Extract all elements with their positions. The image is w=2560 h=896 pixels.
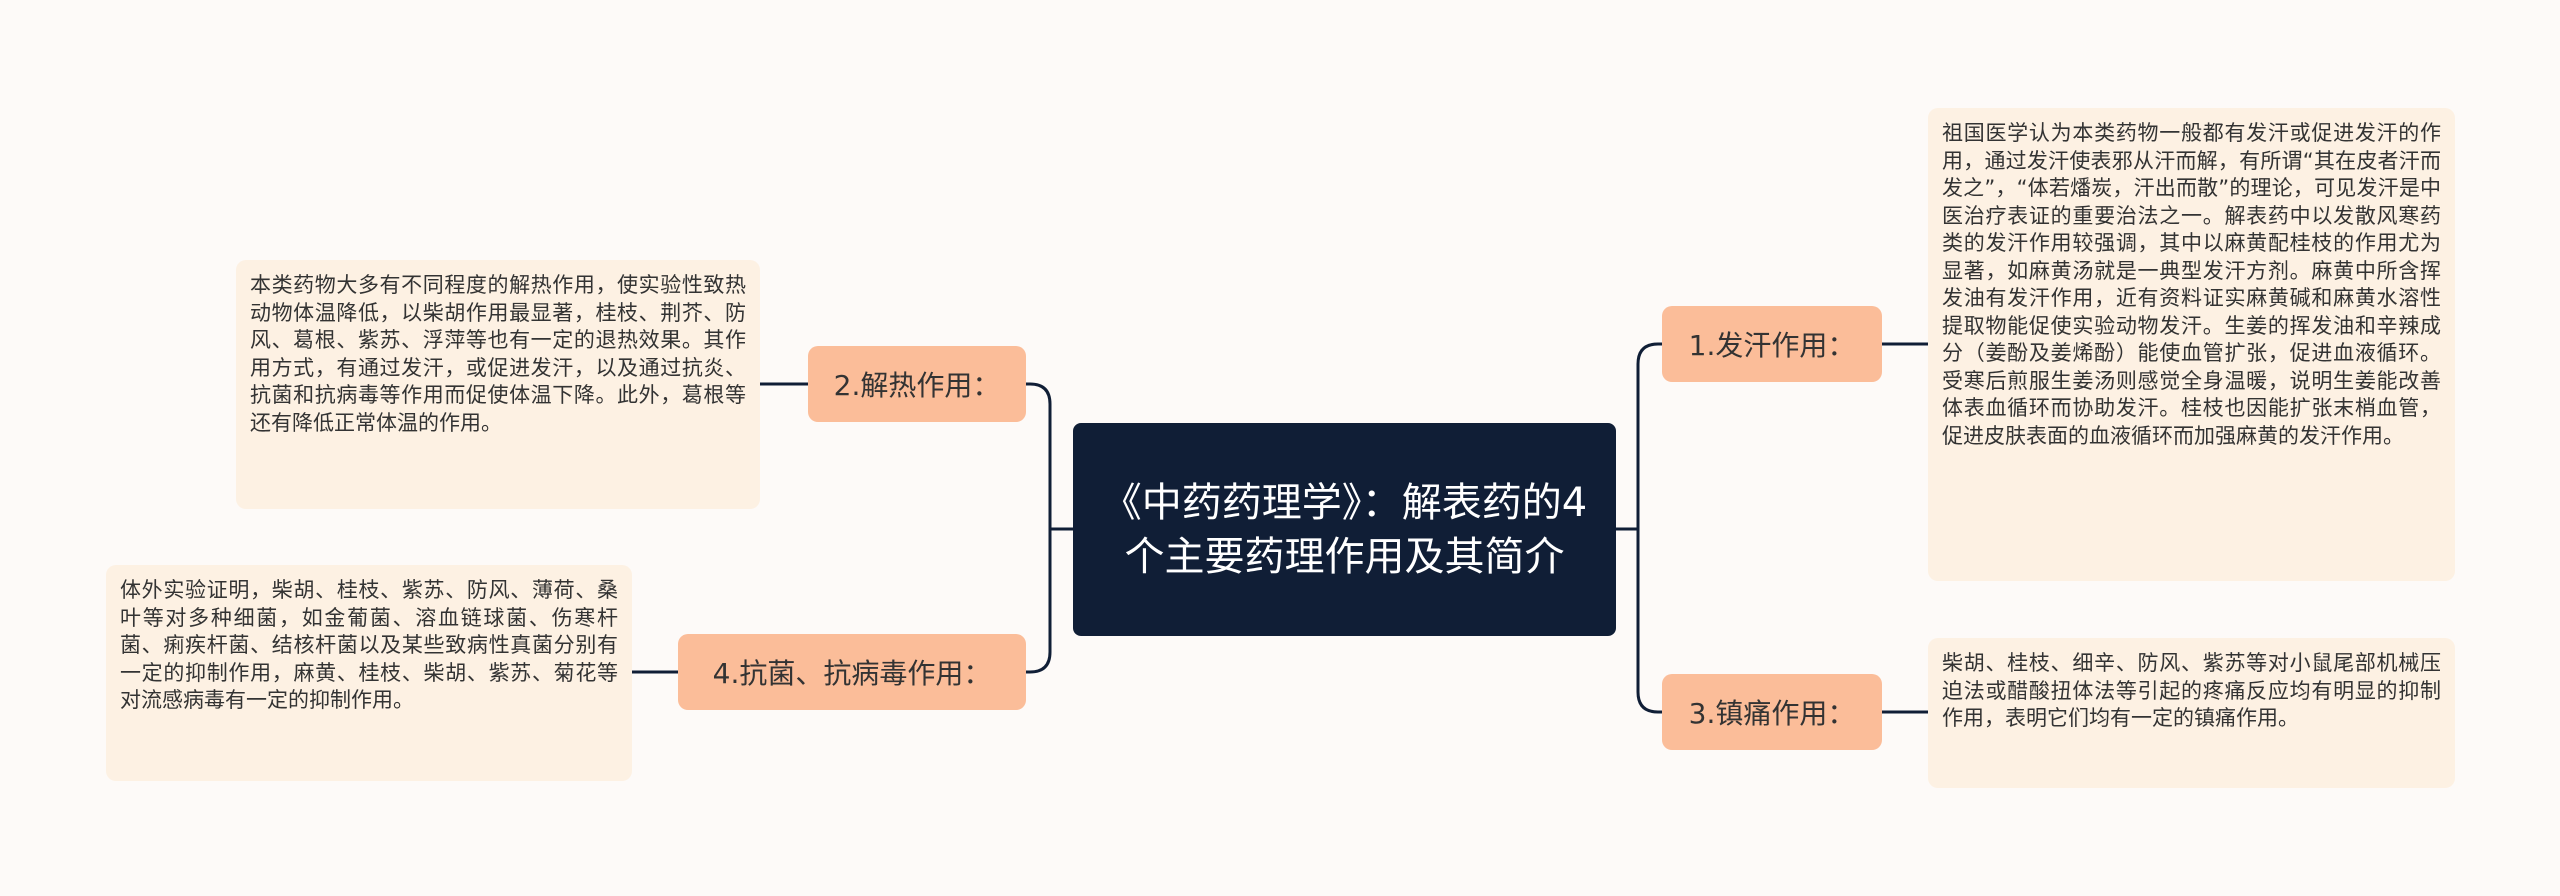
branch-4-detail: 体外实验证明，柴胡、桂枝、紫苏、防风、薄荷、桑叶等对多种细菌，如金葡菌、溶血链球…: [106, 565, 632, 781]
branch-3-zhentong[interactable]: 3.镇痛作用：: [1662, 674, 1882, 750]
branch-4-label: 4.抗菌、抗病毒作用：: [712, 657, 992, 690]
branch-4-detail-text: 体外实验证明，柴胡、桂枝、紫苏、防风、薄荷、桑叶等对多种细菌，如金葡菌、溶血链球…: [120, 578, 618, 712]
branch-3-detail: 柴胡、桂枝、细辛、防风、紫苏等对小鼠尾部机械压迫法或醋酸扭体法等引起的疼痛反应均…: [1928, 638, 2455, 788]
connector-root-branch-1: [1614, 342, 1664, 531]
branch-2-detail-text: 本类药物大多有不同程度的解热作用，使实验性致热动物体温降低，以柴胡作用最显著，桂…: [250, 273, 746, 435]
branch-1-fahan[interactable]: 1.发汗作用：: [1662, 306, 1882, 382]
branch-2-label: 2.解热作用：: [833, 369, 1001, 402]
branch-1-detail: 祖国医学认为本类药物一般都有发汗或促进发汗的作用，通过发汗使表邪从汗而解，有所谓…: [1928, 108, 2455, 581]
branch-1-detail-text: 祖国医学认为本类药物一般都有发汗或促进发汗的作用，通过发汗使表邪从汗而解，有所谓…: [1942, 121, 2441, 448]
branch-4-kangjun[interactable]: 4.抗菌、抗病毒作用：: [678, 634, 1026, 710]
branch-2-detail: 本类药物大多有不同程度的解热作用，使实验性致热动物体温降低，以柴胡作用最显著，桂…: [236, 260, 760, 509]
branch-3-label: 3.镇痛作用：: [1688, 697, 1856, 730]
connector-root-branch-3: [1636, 527, 1664, 714]
root-topic[interactable]: 《中药药理学》：解表药的4个主要药理作用及其简介: [1073, 423, 1616, 636]
connector-root-branch-2: [1024, 382, 1075, 531]
root-topic-title: 《中药药理学》：解表药的4个主要药理作用及其简介: [1101, 479, 1588, 580]
connector-root-branch-4: [1024, 527, 1052, 674]
branch-1-label: 1.发汗作用：: [1688, 329, 1856, 362]
branch-2-jiere[interactable]: 2.解热作用：: [808, 346, 1026, 422]
branch-3-detail-text: 柴胡、桂枝、细辛、防风、紫苏等对小鼠尾部机械压迫法或醋酸扭体法等引起的疼痛反应均…: [1942, 651, 2441, 730]
